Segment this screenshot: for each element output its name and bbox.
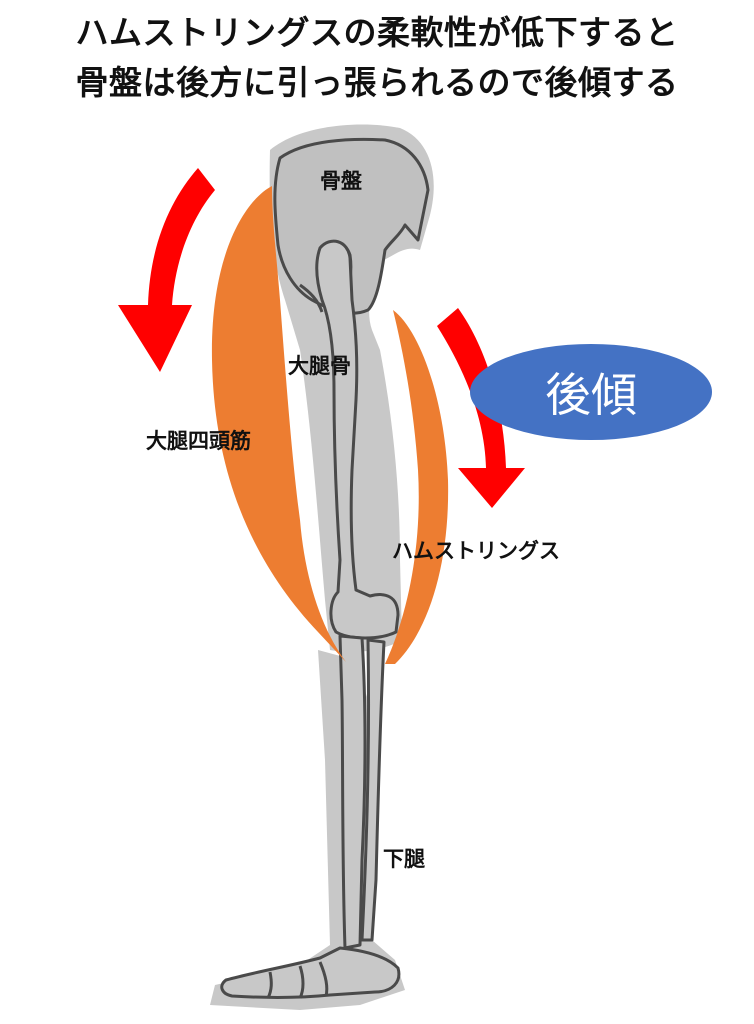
foot-bones <box>222 948 399 998</box>
pelvis-label: 骨盤 <box>320 165 362 195</box>
hamstrings-label: ハムストリングス <box>392 535 560 565</box>
quadriceps-label: 大腿四頭筋 <box>146 425 251 455</box>
lower-leg-label: 下腿 <box>383 843 425 873</box>
femur-label: 大腿骨 <box>288 350 351 380</box>
posterior-tilt-text: 後傾 <box>470 344 712 440</box>
red-arrow-front <box>118 168 215 372</box>
lower-leg-bones <box>340 636 384 948</box>
